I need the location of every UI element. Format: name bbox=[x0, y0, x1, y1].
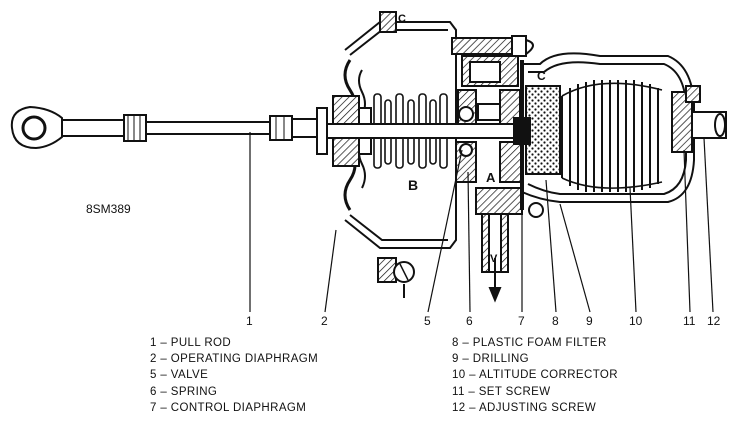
chamber-label-c-top: C bbox=[398, 13, 406, 25]
legend-item-set-screw: 11 – SET SCREW bbox=[452, 385, 551, 398]
legend-item-valve: 5 – VALVE bbox=[150, 369, 209, 382]
callout-6: 6 bbox=[466, 314, 473, 328]
chamber-label-b: B bbox=[408, 177, 418, 193]
chamber-label-v: V bbox=[490, 253, 498, 265]
callout-1: 1 bbox=[246, 314, 253, 328]
legend-item-drilling: 9 – DRILLING bbox=[452, 353, 530, 366]
legend-left: 1 – PULL ROD 2 – OPERATING DIAPHRAGM 5 –… bbox=[150, 335, 318, 416]
chamber-label-c: C bbox=[537, 69, 546, 83]
rear-housing bbox=[513, 52, 727, 203]
valve-body bbox=[377, 35, 544, 303]
legend-item-pull-rod: 1 – PULL ROD bbox=[150, 337, 232, 349]
callout-11: 11 bbox=[683, 314, 696, 328]
chamber-label-a: A bbox=[486, 170, 496, 185]
leader-lines bbox=[249, 132, 714, 313]
callout-5: 5 bbox=[424, 314, 431, 328]
callout-2: 2 bbox=[321, 314, 328, 328]
legend-item-spring: 6 – SPRING bbox=[150, 385, 218, 398]
central-shaft bbox=[326, 123, 528, 139]
legend-item-altitude-corrector: 10 – ALTITUDE CORRECTOR bbox=[452, 369, 618, 382]
callout-9: 9 bbox=[586, 314, 593, 328]
legend-item-operating-diaphragm: 2 – OPERATING DIAPHRAGM bbox=[150, 353, 319, 366]
callout-10: 10 bbox=[629, 314, 643, 328]
legend-item-plastic-foam-filter: 8 – PLASTIC FOAM FILTER bbox=[452, 337, 607, 349]
legend-item-control-diaphragm: 7 – CONTROL DIAPHRAGM bbox=[150, 401, 307, 414]
legend-item-adjusting-screw: 12 – ADJUSTING SCREW bbox=[452, 401, 597, 414]
callout-12: 12 bbox=[707, 314, 721, 328]
pull-rod bbox=[10, 105, 323, 150]
callout-8: 8 bbox=[552, 314, 559, 328]
figure-code: 8SM389 bbox=[86, 202, 131, 216]
legend-right: 8 – PLASTIC FOAM FILTER 9 – DRILLING 10 … bbox=[452, 335, 618, 416]
callout-7: 7 bbox=[518, 314, 525, 328]
